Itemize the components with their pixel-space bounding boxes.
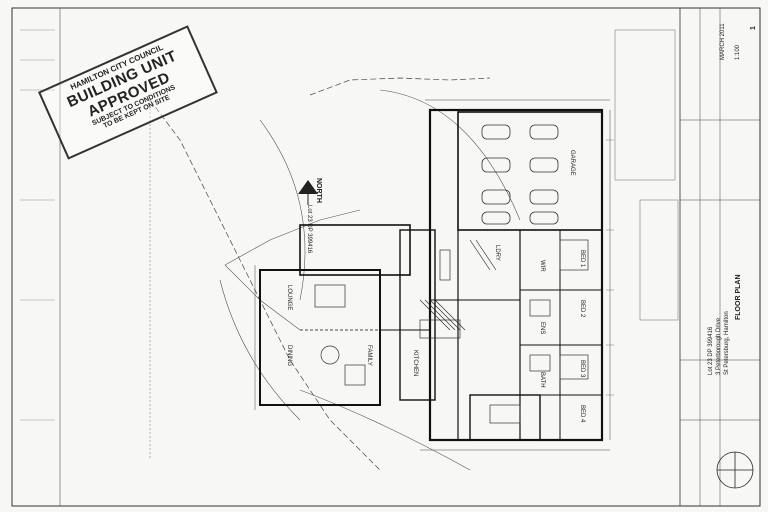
room-family: FAMILY — [366, 345, 372, 366]
room-bath: BATH — [539, 372, 545, 388]
room-laundry: LDRY — [494, 245, 500, 261]
title-scale: 1:100 — [735, 44, 741, 60]
room-bed3: BED 3 — [579, 360, 585, 378]
room-wir: WIR — [539, 260, 545, 272]
room-kitchen: KITCHEN — [412, 350, 418, 377]
north-lot: Lot 23 DP 399416 — [306, 205, 312, 254]
room-lounge: LOUNGE — [286, 285, 292, 311]
company-logo — [716, 451, 754, 489]
title-address: 3 Peterborough Drive — [716, 317, 722, 375]
title-drawing: FLOOR PLAN — [735, 274, 742, 321]
north-label: NORTH — [315, 178, 322, 203]
room-ensuite: ENS — [539, 322, 545, 335]
title-project: Lot 23 DP 399416 — [708, 326, 714, 375]
north-arrow — [298, 180, 318, 205]
room-bed2: BED 2 — [579, 300, 585, 318]
title-date: MARCH 2011 — [720, 23, 726, 60]
room-dining: DINING — [286, 345, 292, 366]
title-suburb: St Petersburg, Hamilton — [724, 311, 730, 375]
house-outline — [428, 108, 604, 442]
room-garage: GARAGE — [569, 150, 575, 176]
title-sheet: 1 — [750, 26, 757, 30]
room-bed4: BED 4 — [579, 405, 585, 423]
room-bed1: BED 1 — [579, 250, 585, 268]
